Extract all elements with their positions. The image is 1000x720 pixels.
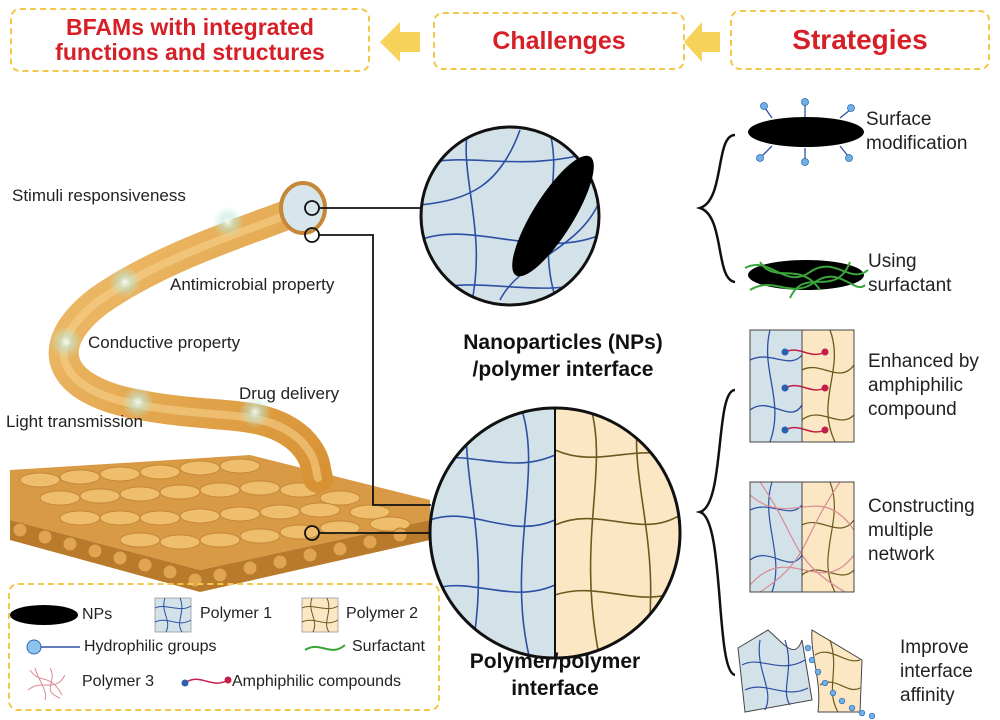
np-polymer-circle xyxy=(419,125,601,307)
legend-icons xyxy=(10,597,346,701)
strategy-interface-affinity: Improve interface affinity xyxy=(900,636,973,708)
label-stimuli-responsiveness: Stimuli responsiveness xyxy=(12,186,186,205)
pp-title-line2: interface xyxy=(511,677,599,700)
polymer-polymer-circle xyxy=(428,406,682,660)
strategy-surfactant-line2: surfactant xyxy=(868,275,952,296)
legend-amphiphilic: Amphiphilic compounds xyxy=(232,673,401,690)
surfactant-np xyxy=(744,260,869,299)
amphiphilic-panel xyxy=(749,329,855,443)
legend-nps: NPs xyxy=(82,606,113,623)
strategy-affinity-line2: interface xyxy=(900,661,973,682)
np-title-line1: Nanoparticles (NPs) xyxy=(463,331,663,354)
strategy-multi-line2: multiple xyxy=(868,520,934,541)
legend-polymer3: Polymer 3 xyxy=(82,673,155,690)
strategy-multi-line3: network xyxy=(868,544,935,565)
arrow-left-1 xyxy=(380,22,420,62)
strategies-title: Strategies xyxy=(792,24,928,55)
nanoparticle xyxy=(512,155,594,277)
multiple-network-panel xyxy=(749,481,855,593)
strategy-surfactant-line1: Using xyxy=(868,251,917,272)
interface-affinity-panel xyxy=(737,629,876,720)
strategy-multiple-network: Constructing multiple network xyxy=(868,495,975,567)
legend-box xyxy=(8,583,440,711)
strategy-surface-modification: Surface modification xyxy=(866,108,967,156)
strategy-amph-line2: amphiphilic xyxy=(868,375,964,396)
strategy-amph-line1: Enhanced by xyxy=(868,351,979,372)
bfams-title-box: BFAMs with integrated functions and stru… xyxy=(10,8,370,72)
strategy-using-surfactant: Using surfactant xyxy=(868,250,951,298)
strategy-amph-line3: compound xyxy=(868,399,957,420)
challenges-box: Challenges xyxy=(433,12,685,70)
bfams-title-line1: BFAMs with integrated xyxy=(66,14,314,40)
label-drug-delivery: Drug delivery xyxy=(239,384,340,403)
legend-surfactant: Surfactant xyxy=(352,638,425,655)
surface-modified-np xyxy=(748,98,864,166)
label-light-transmission: Light transmission xyxy=(6,412,144,431)
legend-polymer2: Polymer 2 xyxy=(346,605,419,622)
strategy-affinity-line3: affinity xyxy=(900,685,955,706)
challenges-title: Challenges xyxy=(492,26,626,55)
arrow-left-2 xyxy=(684,22,720,62)
np-title-line2: /polymer interface xyxy=(472,358,654,381)
label-antimicrobial-property: Antimicrobial property xyxy=(170,275,335,294)
strategies-box: Strategies xyxy=(730,10,990,70)
strategy-affinity-line1: Improve xyxy=(900,637,969,658)
legend-polymer1: Polymer 1 xyxy=(200,605,273,622)
strategy-surface-line1: Surface xyxy=(866,109,932,130)
strategy-braces xyxy=(695,133,736,677)
strategy-multi-line1: Constructing xyxy=(868,496,975,517)
label-conductive-property: Conductive property xyxy=(88,333,241,352)
fiber xyxy=(48,181,333,493)
bfams-title-line2: functions and structures xyxy=(55,39,325,65)
pp-title-line1: Polymer/polymer xyxy=(469,650,641,673)
legend-hydrophilic: Hydrophilic groups xyxy=(84,638,217,655)
fabric-mat xyxy=(10,455,430,592)
polymer-polymer-interface-title: Polymer/polymer interface xyxy=(430,648,680,702)
strategy-amphiphilic: Enhanced by amphiphilic compound xyxy=(868,350,979,422)
strategy-surface-line2: modification xyxy=(866,133,968,154)
np-polymer-interface-title: Nanoparticles (NPs) /polymer interface xyxy=(428,329,698,383)
connector-lines xyxy=(304,200,431,541)
